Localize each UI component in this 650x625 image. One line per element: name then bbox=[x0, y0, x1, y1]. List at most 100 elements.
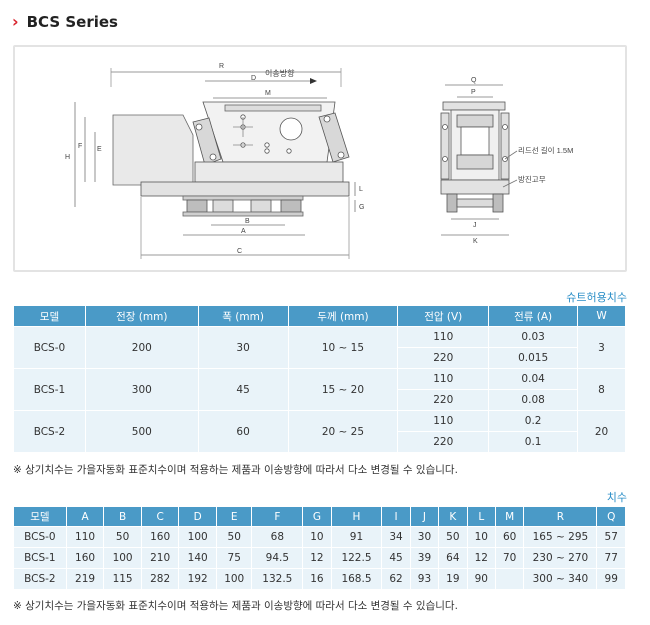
t2-cell: 50 bbox=[103, 526, 142, 548]
t2-cell: BCS-2 bbox=[13, 568, 67, 590]
t1-header-current: 전류 (A) bbox=[488, 305, 579, 327]
t2-cell: 19 bbox=[438, 568, 468, 590]
t2-cell: BCS-0 bbox=[13, 526, 67, 548]
t1-header-length: 전장 (mm) bbox=[84, 305, 199, 327]
t2-cell: 219 bbox=[65, 568, 105, 590]
t2-cell: 165 ~ 295 bbox=[523, 526, 598, 548]
t2-cell: 77 bbox=[596, 547, 626, 569]
transfer-direction-label: 이송방향 bbox=[265, 68, 295, 78]
t2-cell: 300 ~ 340 bbox=[523, 568, 598, 590]
t1-cell-thickness: 15 ~ 20 bbox=[287, 368, 399, 411]
t2-cell: 90 bbox=[466, 568, 496, 590]
rubber-label: 방진고무 bbox=[518, 174, 546, 184]
table-row: BCS-1 300 45 15 ~ 20 110 0.04 8 bbox=[13, 368, 626, 411]
dim-label-b: B bbox=[245, 218, 250, 225]
t2-header-e: E bbox=[215, 506, 253, 527]
t2-cell: 10 bbox=[302, 526, 332, 548]
t2-cell: 282 bbox=[140, 568, 180, 590]
t2-header-b: B bbox=[103, 506, 142, 527]
t1-cell-voltage: 220 bbox=[397, 347, 490, 369]
t1-cell-width: 30 bbox=[197, 326, 289, 369]
t2-cell: 50 bbox=[438, 526, 468, 548]
t2-cell: 160 bbox=[140, 526, 180, 548]
dim-label-e: E bbox=[97, 146, 102, 153]
table2-note: ※ 상기치수는 가을자동화 표준치수이며 적용하는 제품과 이송방향에 따라서 … bbox=[13, 600, 458, 612]
t1-cell-model: BCS-0 bbox=[13, 326, 86, 369]
dim-label-p: P bbox=[471, 89, 476, 96]
t2-cell: 122.5 bbox=[330, 547, 383, 569]
table-row: BCS-2 500 60 20 ~ 25 110 0.2 20 bbox=[13, 410, 626, 453]
t2-header-k: K bbox=[438, 506, 468, 527]
t1-cell-w: 8 bbox=[577, 368, 626, 411]
t1-cell-length: 200 bbox=[84, 326, 199, 369]
t2-cell: 99 bbox=[596, 568, 626, 590]
t2-cell: 140 bbox=[178, 547, 217, 569]
t2-cell: 91 bbox=[330, 526, 383, 548]
t1-header-w: W bbox=[577, 305, 626, 327]
dim-label-j: J bbox=[473, 222, 477, 229]
t2-cell: 16 bbox=[302, 568, 332, 590]
t2-cell bbox=[494, 568, 525, 590]
dim-label-g: G bbox=[359, 204, 364, 211]
t2-header-c: C bbox=[140, 506, 180, 527]
t2-cell: 50 bbox=[215, 526, 253, 548]
t1-cell-voltage: 220 bbox=[397, 389, 490, 411]
t2-cell: 115 bbox=[103, 568, 142, 590]
t2-cell: 100 bbox=[103, 547, 142, 569]
t2-header-q: Q bbox=[596, 506, 626, 527]
t1-header-voltage: 전압 (V) bbox=[397, 305, 490, 327]
t1-cell-model: BCS-2 bbox=[13, 410, 86, 453]
t2-header-model: 모델 bbox=[13, 506, 67, 527]
table1-caption: 슈트허용치수 bbox=[566, 291, 627, 304]
t2-header-j: J bbox=[409, 506, 440, 527]
t2-header-l: L bbox=[466, 506, 496, 527]
t1-cell-current: 0.04 bbox=[488, 368, 579, 390]
t2-cell: 110 bbox=[65, 526, 105, 548]
technical-drawing: R D 이송방향 M bbox=[13, 45, 627, 272]
t2-cell: 230 ~ 270 bbox=[523, 547, 598, 569]
t1-cell-model: BCS-1 bbox=[13, 368, 86, 411]
table-row: 220 0.1 bbox=[14, 431, 626, 453]
t2-cell: 93 bbox=[409, 568, 440, 590]
t2-header-g: G bbox=[302, 506, 332, 527]
dim-label-q: Q bbox=[471, 77, 477, 84]
dim-label-k: K bbox=[473, 238, 478, 245]
t1-cell-current: 0.08 bbox=[488, 389, 579, 411]
t2-cell: 210 bbox=[140, 547, 180, 569]
table2-caption: 치수 bbox=[606, 491, 627, 504]
t1-cell-current: 0.2 bbox=[488, 410, 579, 432]
t1-cell-voltage: 220 bbox=[397, 431, 490, 453]
t2-cell: 68 bbox=[251, 526, 304, 548]
t2-cell: 12 bbox=[466, 547, 496, 569]
t1-cell-current: 0.015 bbox=[488, 347, 579, 369]
lead-wire-label: 리드선 길이 1.5M bbox=[518, 145, 573, 155]
chute-spec-table: 모델 전장 (mm) 폭 (mm) 두께 (mm) 전압 (V) 전류 (A) … bbox=[13, 305, 626, 453]
t1-cell-thickness: 10 ~ 15 bbox=[287, 326, 399, 369]
t1-cell-w: 3 bbox=[577, 326, 626, 369]
t1-header-width: 폭 (mm) bbox=[197, 305, 289, 327]
t2-cell: BCS-1 bbox=[13, 547, 67, 569]
t2-cell: 30 bbox=[409, 526, 440, 548]
table-row: 220 0.015 bbox=[14, 347, 626, 369]
t1-cell-current: 0.1 bbox=[488, 431, 579, 453]
dim-label-a: A bbox=[241, 228, 246, 235]
t2-header-f: F bbox=[251, 506, 304, 527]
dim-label-d: D bbox=[251, 75, 256, 82]
dim-label-r: R bbox=[219, 63, 224, 70]
t2-cell: 70 bbox=[494, 547, 525, 569]
t1-cell-thickness: 20 ~ 25 bbox=[287, 410, 399, 453]
t1-cell-voltage: 110 bbox=[397, 326, 490, 348]
t1-header-model: 모델 bbox=[13, 305, 86, 327]
t1-cell-width: 60 bbox=[197, 410, 289, 453]
t2-cell: 168.5 bbox=[330, 568, 383, 590]
t2-header-h: H bbox=[330, 506, 383, 527]
table-row: BCS-0 200 30 10 ~ 15 110 0.03 3 bbox=[13, 326, 626, 369]
t2-cell: 10 bbox=[466, 526, 496, 548]
t2-cell: 39 bbox=[409, 547, 440, 569]
table-row: 220 0.08 bbox=[14, 389, 626, 411]
dim-label-m: M bbox=[265, 90, 271, 97]
